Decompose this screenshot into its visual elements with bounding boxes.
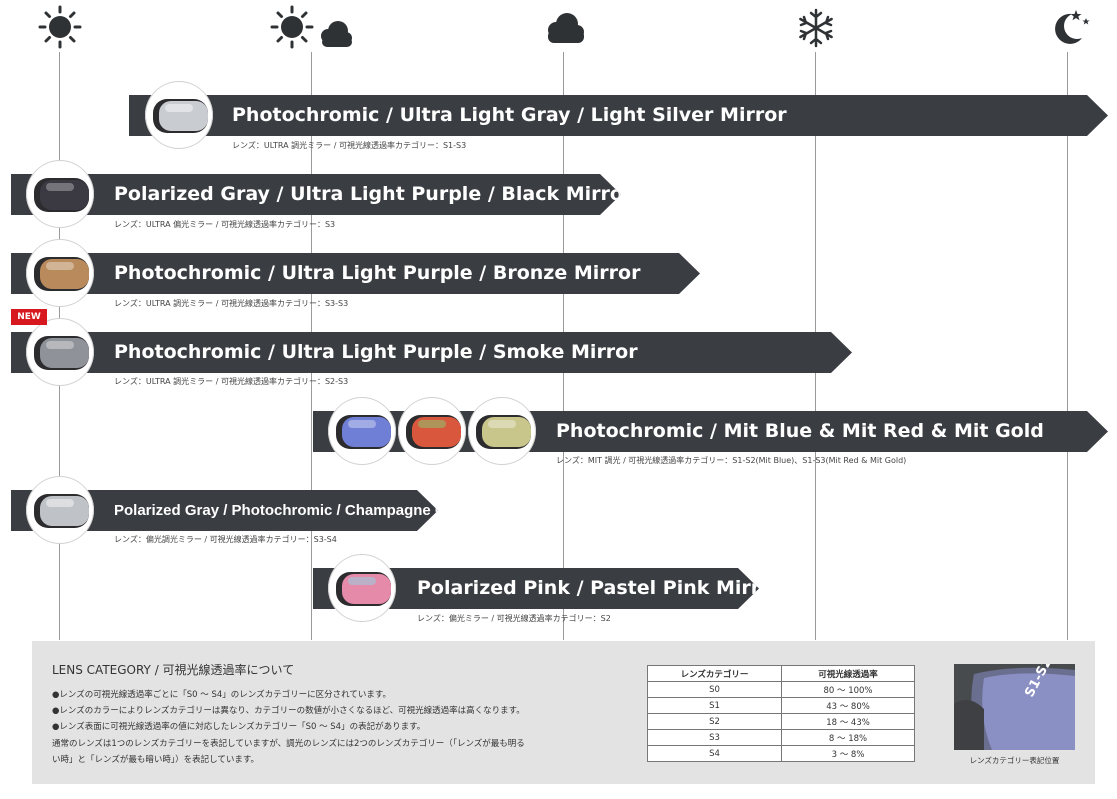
lens-band: Photochromic / Ultra Light Purple / Smok…: [11, 332, 852, 373]
panel-title: LENS CATEGORY / 可視光線透過率について: [52, 663, 295, 677]
table-cell: 80 ～ 100%: [781, 681, 915, 698]
lens-thumbnail: [398, 397, 466, 465]
lens-spec: レンズ：ULTRA 調光ミラー / 可視光線透過率カテゴリー：S1-S3: [232, 141, 467, 150]
table-cell: 8 ～ 18%: [781, 729, 915, 746]
lens-title: Polarized Pink / Pastel Pink Mirror: [417, 577, 783, 599]
lens-thumbnail: [145, 81, 213, 149]
lens-category-table: レンズカテゴリー 可視光線透過率 S0 80 ～ 100% S1 43 ～ 80…: [647, 665, 915, 762]
sun-cloud-icon: [270, 5, 352, 49]
table-row: S3 8 ～ 18%: [647, 729, 915, 746]
lens-band: Photochromic / Ultra Light Gray / Light …: [129, 95, 1108, 136]
panel-text-line: ●レンズのカラーによりレンズカテゴリーは異なり、カテゴリーの数値が小さくなるほど…: [52, 706, 525, 716]
table-row: S1 43 ～ 80%: [647, 697, 915, 714]
lens-thumbnail: [26, 476, 94, 544]
table-cell: S3: [647, 729, 782, 746]
timeline-line: [1067, 52, 1068, 640]
lens-spec: レンズ：MIT 調光 / 可視光線透過率カテゴリー：S1-S2(Mit Blue…: [556, 456, 907, 465]
table-row: S4 3 ～ 8%: [647, 745, 915, 762]
table-header: レンズカテゴリー: [647, 665, 782, 682]
lens-title: Photochromic / Ultra Light Purple / Smok…: [114, 341, 638, 363]
snowflake-icon: [799, 8, 833, 48]
lens-spec: レンズ：ULTRA 偏光ミラー / 可視光線透過率カテゴリー：S3: [114, 220, 336, 229]
cloud-icon: [548, 13, 584, 43]
panel-text-line: い時」と「レンズが最も暗い時」）を表記しています。: [52, 755, 259, 765]
moon-stars-icon: [1055, 10, 1090, 44]
new-badge: NEW: [11, 309, 47, 325]
table-header-row: レンズカテゴリー 可視光線透過率: [647, 665, 915, 682]
lens-spec: レンズ：ULTRA 調光ミラー / 可視光線透過率カテゴリー：S2-S3: [114, 377, 349, 386]
lens-band: Photochromic / Ultra Light Purple / Bron…: [11, 253, 700, 294]
table-row: S2 18 ～ 43%: [647, 713, 915, 730]
lens-title: Polarized Gray / Photochromic / Champagn…: [114, 502, 517, 519]
lens-category-panel: LENS CATEGORY / 可視光線透過率について ●レンズの可視光線透過率…: [32, 641, 1095, 784]
lens-title: Polarized Gray / Ultra Light Purple / Bl…: [114, 183, 633, 205]
lens-spec: レンズ：偏光ミラー / 可視光線透過率カテゴリー：S2: [417, 614, 611, 623]
lens-thumbnail: [26, 239, 94, 307]
table-cell: S0: [647, 681, 782, 698]
lens-spec: レンズ：ULTRA 調光ミラー / 可視光線透過率カテゴリー：S3-S3: [114, 299, 349, 308]
panel-text-line: 通常のレンズは1つのレンズカテゴリーを表記していますが、調光のレンズには2つのレ…: [52, 739, 525, 749]
lens-thumbnail: [328, 397, 396, 465]
sun-icon: [38, 5, 82, 49]
photo-caption: レンズカテゴリー表記位置: [969, 756, 1060, 765]
lens-title: Photochromic / Ultra Light Gray / Light …: [232, 104, 787, 126]
lens-marking-photo: S1-S2: [954, 664, 1075, 750]
lens-band: Polarized Gray / Ultra Light Purple / Bl…: [11, 174, 621, 215]
panel-text-line: ●レンズ表面に可視光線透過率の値に対応したレンズカテゴリー「S0 ～ S4」の表…: [52, 722, 426, 732]
lens-title: Photochromic / Ultra Light Purple / Bron…: [114, 262, 641, 284]
table-cell: 3 ～ 8%: [781, 745, 915, 762]
lens-title: Photochromic / Mit Blue & Mit Red & Mit …: [556, 420, 1044, 442]
panel-text-line: ●レンズの可視光線透過率ごとに「S0 ～ S4」のレンズカテゴリーに区分されてい…: [52, 690, 391, 700]
lens-thumbnail: [468, 397, 536, 465]
table-cell: 43 ～ 80%: [781, 697, 915, 714]
table-cell: S4: [647, 745, 782, 762]
table-cell: S2: [647, 713, 782, 730]
table-cell: S1: [647, 697, 782, 714]
lens-thumbnail: [26, 318, 94, 386]
table-row: S0 80 ～ 100%: [647, 681, 915, 698]
lens-spec: レンズ：偏光調光ミラー / 可視光線透過率カテゴリー：S3-S4: [114, 535, 337, 544]
table-cell: 18 ～ 43%: [781, 713, 915, 730]
table-header: 可視光線透過率: [781, 665, 915, 682]
lens-thumbnail: [26, 160, 94, 228]
lens-thumbnail: [328, 554, 396, 622]
